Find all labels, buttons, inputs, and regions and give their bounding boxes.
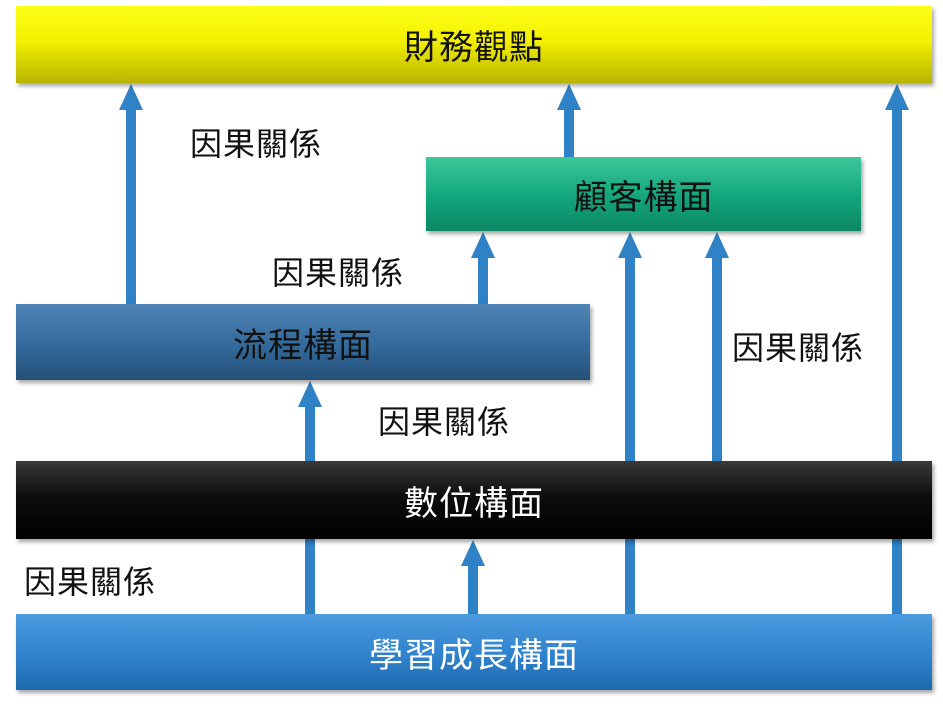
arrow-customer-to-financial [557, 84, 581, 157]
arrow-process-to-customer [471, 232, 495, 304]
arrow-process-to-financial [119, 84, 143, 304]
arrow-head [461, 540, 485, 566]
arrow-head [471, 232, 495, 258]
digital-perspective-label: 數位構面 [404, 483, 544, 524]
arrow-shaft [126, 110, 136, 304]
arrow-head [119, 84, 143, 110]
arrow-head [557, 84, 581, 110]
arrow-shaft [712, 258, 722, 461]
arrow-shaft [892, 110, 902, 614]
customer-perspective-label: 顧客構面 [573, 177, 714, 218]
arrow-shaft [564, 110, 574, 157]
process-perspective-box: 流程構面 [16, 304, 590, 380]
digital-perspective-box: 數位構面 [16, 461, 932, 539]
learning-growth-perspective-box: 學習成長構面 [16, 614, 932, 690]
learning-growth-perspective-label: 學習成長構面 [369, 635, 579, 676]
arrow-head [618, 232, 642, 258]
arrow-head [885, 84, 909, 110]
causal-label-process-customer: 因果關係 [272, 254, 405, 292]
customer-perspective-box: 顧客構面 [426, 157, 861, 231]
arrow-shaft [625, 258, 635, 614]
arrow-learning-to-digital [461, 540, 485, 614]
arrow-learning-to-customer [618, 232, 642, 614]
arrow-learning-to-financial [885, 84, 909, 614]
causal-label-digital-process: 因果關係 [378, 403, 511, 441]
causal-label-right: 因果關係 [732, 329, 865, 367]
causal-label-top-left: 因果關係 [190, 125, 323, 163]
financial-perspective-box: 財務觀點 [16, 6, 932, 83]
arrow-digital-to-customer [705, 232, 729, 461]
arrow-shaft [478, 258, 488, 304]
financial-perspective-label: 財務觀點 [404, 28, 544, 68]
causal-label-bottom-left: 因果關係 [24, 563, 157, 601]
arrow-shaft [468, 566, 478, 614]
arrow-head [298, 381, 322, 407]
arrow-head [705, 232, 729, 258]
process-perspective-label: 流程構面 [233, 325, 373, 366]
